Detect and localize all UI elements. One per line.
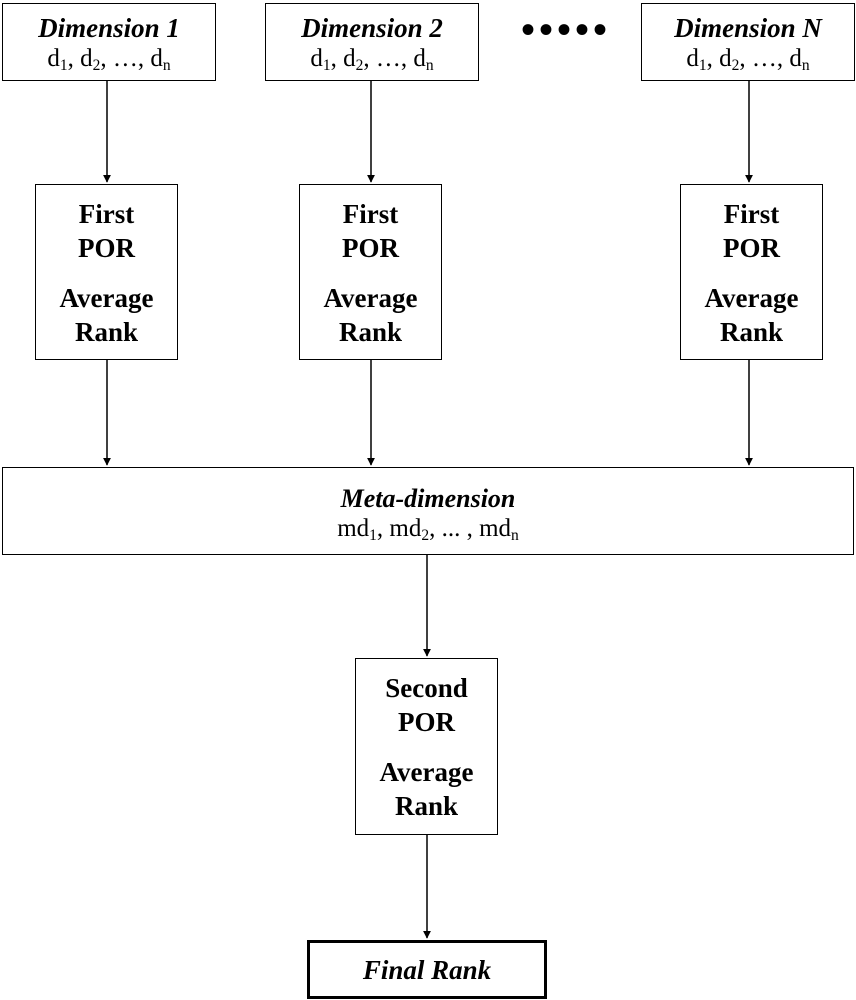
dimension-2-title: Dimension 2: [301, 13, 443, 43]
final-rank-label: Final Rank: [362, 955, 492, 985]
dimension-2-vars: d1, d2, …, dn: [310, 45, 434, 74]
average-label: Average: [323, 283, 418, 313]
dimension-ellipsis: •••••: [520, 7, 612, 52]
first-por-label: First: [342, 199, 399, 229]
dimension-n-box: Dimension N d1, d2, …, dn: [641, 3, 855, 81]
rank-label: Rank: [74, 317, 139, 347]
average-label: Average: [379, 757, 474, 787]
second-por-label: Second: [385, 673, 468, 703]
final-rank-box: Final Rank: [307, 940, 547, 999]
dimension-n-vars: d1, d2, …, dn: [686, 45, 810, 74]
meta-dimension-vars: md1, md2, ... , mdn: [337, 515, 519, 544]
dimension-1-box: Dimension 1 d1, d2, …, dn: [2, 3, 216, 81]
dimension-2-box: Dimension 2 d1, d2, …, dn: [265, 3, 479, 81]
dimension-n-title: Dimension N: [674, 13, 822, 43]
por-label: POR: [723, 233, 780, 263]
por-label: POR: [398, 707, 455, 737]
por-label: POR: [78, 233, 135, 263]
first-por-box-1: First POR Average Rank: [35, 184, 178, 360]
first-por-box-2: First POR Average Rank: [299, 184, 442, 360]
rank-label: Rank: [394, 791, 459, 821]
average-label: Average: [59, 283, 154, 313]
dimension-1-vars: d1, d2, …, dn: [47, 45, 171, 74]
rank-label: Rank: [719, 317, 784, 347]
first-por-label: First: [78, 199, 135, 229]
first-por-box-n: First POR Average Rank: [680, 184, 823, 360]
por-label: POR: [342, 233, 399, 263]
second-por-box: Second POR Average Rank: [355, 658, 498, 835]
average-label: Average: [704, 283, 799, 313]
first-por-label: First: [723, 199, 780, 229]
meta-dimension-title: Meta-dimension: [340, 484, 516, 513]
rank-label: Rank: [338, 317, 403, 347]
dimension-1-title: Dimension 1: [38, 13, 180, 43]
meta-dimension-box: Meta-dimension md1, md2, ... , mdn: [2, 467, 854, 555]
